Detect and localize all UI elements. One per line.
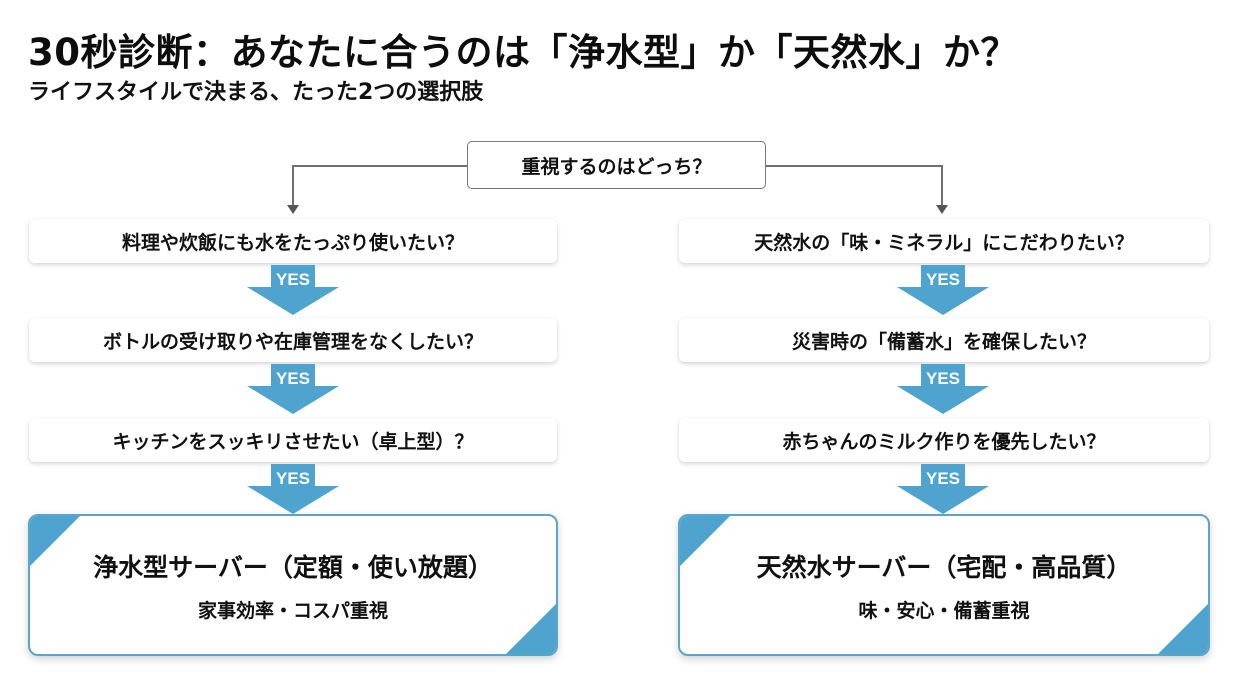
result-subtitle: 味・安心・備蓄重視: [858, 600, 1030, 622]
result-title: 天然水サーバー（宅配・高品質）: [756, 553, 1132, 582]
yes-label: YES: [925, 369, 961, 388]
result-title: 浄水型サーバー（定額・使い放題）: [93, 553, 493, 582]
right-question-2-label: 災害時の「備蓄水」を確保したい？: [791, 330, 1096, 353]
left-question-1: 料理や炊飯にも水をたっぷり使いたい？: [29, 219, 557, 263]
yes-label: YES: [275, 369, 311, 388]
yes-arrow-icon: YES: [897, 364, 989, 414]
left-question-3: キッチンをスッキリさせたい（卓上型）？: [29, 418, 557, 462]
page-subtitle: ライフスタイルで決まる、たった2つの選択肢: [28, 80, 484, 105]
yes-label: YES: [925, 469, 961, 488]
yes-arrow-icon: YES: [897, 464, 989, 514]
corner-accent-icon: [30, 516, 80, 566]
corner-accent-icon: [1158, 604, 1208, 654]
left-question-2: ボトルの受け取りや在庫管理をなくしたい？: [29, 318, 557, 362]
right-question-1: 天然水の「味・ミネラル」にこだわりたい？: [679, 219, 1209, 263]
yes-label: YES: [275, 469, 311, 488]
yes-label: YES: [275, 270, 311, 289]
right-question-3-label: 赤ちゃんのミルク作りを優先したい？: [782, 430, 1106, 453]
yes-label: YES: [925, 270, 961, 289]
corner-accent-icon: [680, 516, 730, 566]
result-subtitle: 家事効率・コスパ重視: [197, 600, 388, 622]
yes-arrow-icon: YES: [247, 464, 339, 514]
result-card-purifier: 浄水型サーバー（定額・使い放題） 家事効率・コスパ重視: [28, 514, 558, 656]
right-question-3: 赤ちゃんのミルク作りを優先したい？: [679, 418, 1209, 462]
yes-arrow-icon: YES: [247, 364, 339, 414]
yes-arrow-icon: YES: [247, 265, 339, 315]
page-title: 30秒診断：あなたに合うのは「浄水型」か「天然水」か？: [28, 31, 1018, 74]
root-question-label: 重視するのはどっち？: [521, 155, 712, 178]
left-question-2-label: ボトルの受け取りや在庫管理をなくしたい？: [102, 330, 483, 353]
root-question-box: 重視するのはどっち？: [467, 141, 766, 189]
result-card-natural-water: 天然水サーバー（宅配・高品質） 味・安心・備蓄重視: [678, 514, 1210, 656]
right-question-1-label: 天然水の「味・ミネラル」にこだわりたい？: [754, 231, 1134, 254]
left-question-1-label: 料理や炊飯にも水をたっぷり使いたい？: [121, 231, 464, 254]
corner-accent-icon: [506, 604, 556, 654]
right-question-2: 災害時の「備蓄水」を確保したい？: [679, 318, 1209, 362]
yes-arrow-icon: YES: [897, 265, 989, 315]
left-question-3-label: キッチンをスッキリさせたい（卓上型）？: [112, 430, 474, 453]
